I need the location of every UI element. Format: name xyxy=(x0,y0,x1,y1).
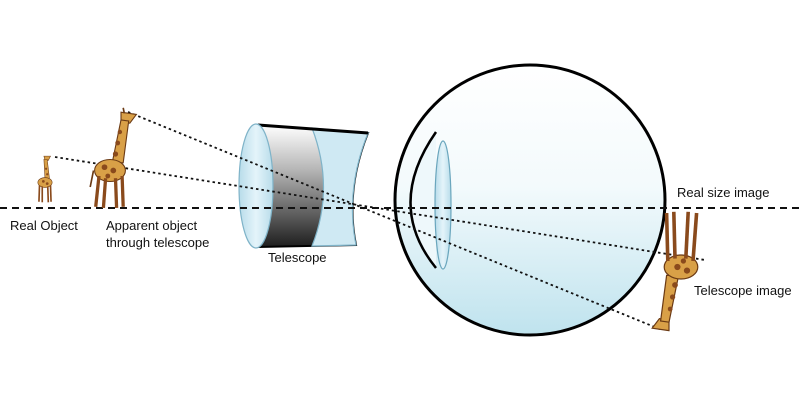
eye-lens xyxy=(434,140,452,270)
giraffe-icon xyxy=(37,155,53,203)
giraffe-icon xyxy=(89,107,138,209)
label-telescope: Telescope xyxy=(268,250,327,265)
label-apparent-object-line1: Apparent object xyxy=(106,218,198,233)
label-apparent-object-line2: through telescope xyxy=(106,235,210,250)
label-telescope-image: Telescope image xyxy=(694,283,792,298)
giraffe-icon xyxy=(651,211,699,332)
telescope-icon xyxy=(238,123,370,249)
eye-icon xyxy=(393,63,667,337)
label-real-size-image: Real size image xyxy=(677,185,770,200)
ray-lines xyxy=(54,111,706,331)
label-real-object: Real Object xyxy=(10,218,78,233)
ray-apparent-object xyxy=(127,111,663,331)
telescope-back-lens xyxy=(311,127,369,247)
eye-globe xyxy=(393,63,667,337)
cornea xyxy=(409,131,438,269)
telescope-front-lens xyxy=(238,123,274,249)
